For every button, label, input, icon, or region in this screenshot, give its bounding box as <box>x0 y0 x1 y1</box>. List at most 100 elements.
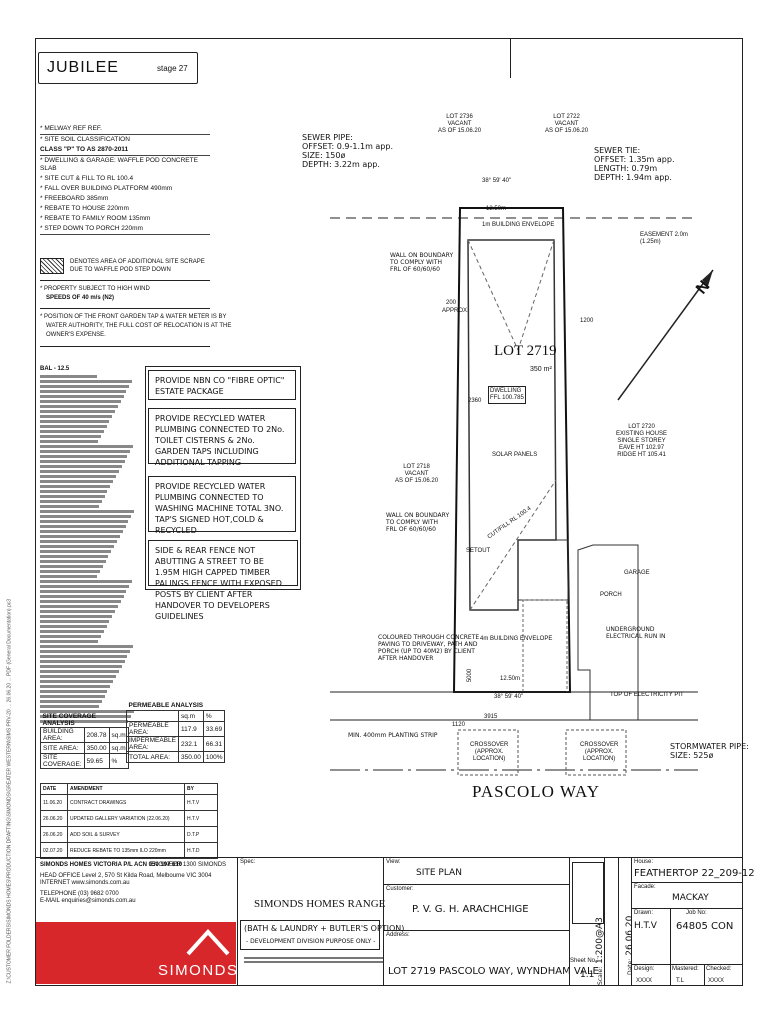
envelope-top: 1m BUILDING ENVELOPE <box>482 222 555 228</box>
logo-roof-icon <box>186 929 230 956</box>
text: EASEMENT 2.0m <box>640 232 688 238</box>
spec-text-line <box>40 690 108 693</box>
spec-text-line <box>40 385 130 388</box>
spec-text-line <box>40 710 135 713</box>
facade-value: MACKAY <box>672 893 709 903</box>
scrape-legend-swatch <box>40 258 64 274</box>
spec-text-line <box>40 375 97 378</box>
text: AS OF 15.06.20 <box>395 478 439 484</box>
disclaimer-block <box>244 955 384 965</box>
text: LOT 2720 <box>628 424 655 430</box>
text: EAVE HT 102.97 <box>618 445 665 451</box>
permeable-table: PERMEABLE ANALYSIS sq.m% PERMEABLE AREA:… <box>126 700 226 763</box>
spec-text-line <box>40 540 117 543</box>
text: FRL OF 60/60/60 <box>390 266 440 273</box>
date-value: Date: 26.06.20 <box>625 895 635 975</box>
spec-text-line <box>40 585 130 588</box>
text: DEPTH: 1.94m app. <box>594 173 672 182</box>
cell: H.T.V <box>184 810 218 827</box>
garage-outline <box>517 539 569 601</box>
solar-panels-label: SOLAR PANELS <box>492 452 538 458</box>
dim-1200: 1200 <box>580 318 594 324</box>
text: ELECTRICAL RUN IN <box>606 633 666 640</box>
note-item: * REBATE TO FAMILY ROOM 135mm <box>40 215 151 222</box>
spec-text-line <box>40 510 135 513</box>
house-value: FEATHERTOP 22_209-12 <box>634 868 755 879</box>
company-info: SIMONDS HOMES VICTORIA P/L ACN 050 197 6… <box>40 862 235 905</box>
spec-text-line <box>40 655 128 658</box>
design-label: Design: <box>634 966 655 972</box>
text: ENGINEER 1300 SIMONDS <box>150 862 227 868</box>
divider <box>237 857 238 986</box>
text: DWELLING <box>490 388 522 394</box>
spec-text-line <box>40 460 125 463</box>
spec-text-line <box>40 715 132 718</box>
divider <box>631 882 743 883</box>
street-name: PASCOLO WAY <box>472 782 600 801</box>
spec-label: Spec: <box>240 859 256 865</box>
spec-text-line <box>40 470 119 473</box>
sheet-value: 1.1 <box>580 970 595 980</box>
text: CROSSOVER <box>470 742 509 748</box>
crossover-left-label: CROSSOVER(APPROX.LOCATION) <box>470 742 508 763</box>
lot-area: 350 m² <box>530 366 552 373</box>
lot-number: LOT 2719 <box>494 343 557 359</box>
spec-text-line <box>40 465 122 468</box>
divider <box>40 280 210 281</box>
cell: UPDATED GALLERY VARIATION (22.06.20) <box>67 810 185 827</box>
divider <box>670 908 671 986</box>
text: TELEPHONE (03) 9682 0700 <box>40 891 119 897</box>
bal-heading: BAL - 12.5 <box>40 366 70 372</box>
sewer-tie-note: SEWER TIE: OFFSET: 1.35m app. LENGTH: 0.… <box>594 146 675 182</box>
house-label: House: <box>634 859 654 865</box>
stormwater-note: STORMWATER PIPE:SIZE: 525ø <box>670 742 749 760</box>
text: AS OF 15.06.20 <box>545 128 589 134</box>
text: LOCATION) <box>473 756 506 762</box>
spec-text-line <box>40 515 132 518</box>
spec-text-line <box>40 665 122 668</box>
wind-note-1: * PROPERTY SUBJECT TO HIGH WIND <box>40 286 150 292</box>
text: LOT 2722 <box>553 114 580 120</box>
spec-text-line <box>40 555 109 558</box>
recycled-water-note-2: PROVIDE RECYCLED WATER PLUMBING CONNECTE… <box>148 476 296 535</box>
tap-note-2: WATER AUTHORITY, THE FULL COST OF RELOCA… <box>46 323 232 329</box>
dim-approx: APPROX. <box>442 308 469 314</box>
logo-text: SIMONDS <box>158 962 239 979</box>
driveway <box>522 599 568 693</box>
cell: sq.m <box>177 710 204 722</box>
spec-text-line <box>40 525 126 528</box>
spec-text-line <box>40 700 102 703</box>
drawing-frame <box>35 38 743 986</box>
job-label: Job No: <box>686 910 707 916</box>
recycled-water-note-1: PROVIDE RECYCLED WATER PLUMBING CONNECTE… <box>148 408 296 467</box>
note-item: * FALL OVER BUILDING PLATFORM 490mm <box>40 185 173 192</box>
spec-text-line <box>40 380 133 383</box>
cell: SITE AREA: <box>40 742 85 754</box>
text: LOCATION) <box>583 756 616 762</box>
site-notes: * MELWAY REF REF. * SITE SOIL CLASSIFICA… <box>40 124 210 235</box>
lot-boundary <box>452 207 572 693</box>
text: (1.25m) <box>640 239 661 245</box>
cell: REDUCE REBATE TO 135mm ILO 220mm <box>67 842 185 859</box>
logo-box <box>572 862 604 924</box>
spec-text-line <box>40 620 110 623</box>
dim-200: 200 <box>446 300 457 306</box>
spec-text-line <box>40 605 118 608</box>
text: AS OF 15.06.20 <box>438 128 482 134</box>
spec-text-line <box>40 405 118 408</box>
divider <box>631 964 743 965</box>
drawn-label: Drawn: <box>634 910 654 916</box>
cell: 26.06.20 <box>40 810 68 827</box>
text: RIDGE HT 105.41 <box>617 452 666 458</box>
text: STORMWATER PIPE: <box>670 742 749 751</box>
fence-note: SIDE & REAR FENCE NOT ABUTTING A STREET … <box>148 540 298 621</box>
